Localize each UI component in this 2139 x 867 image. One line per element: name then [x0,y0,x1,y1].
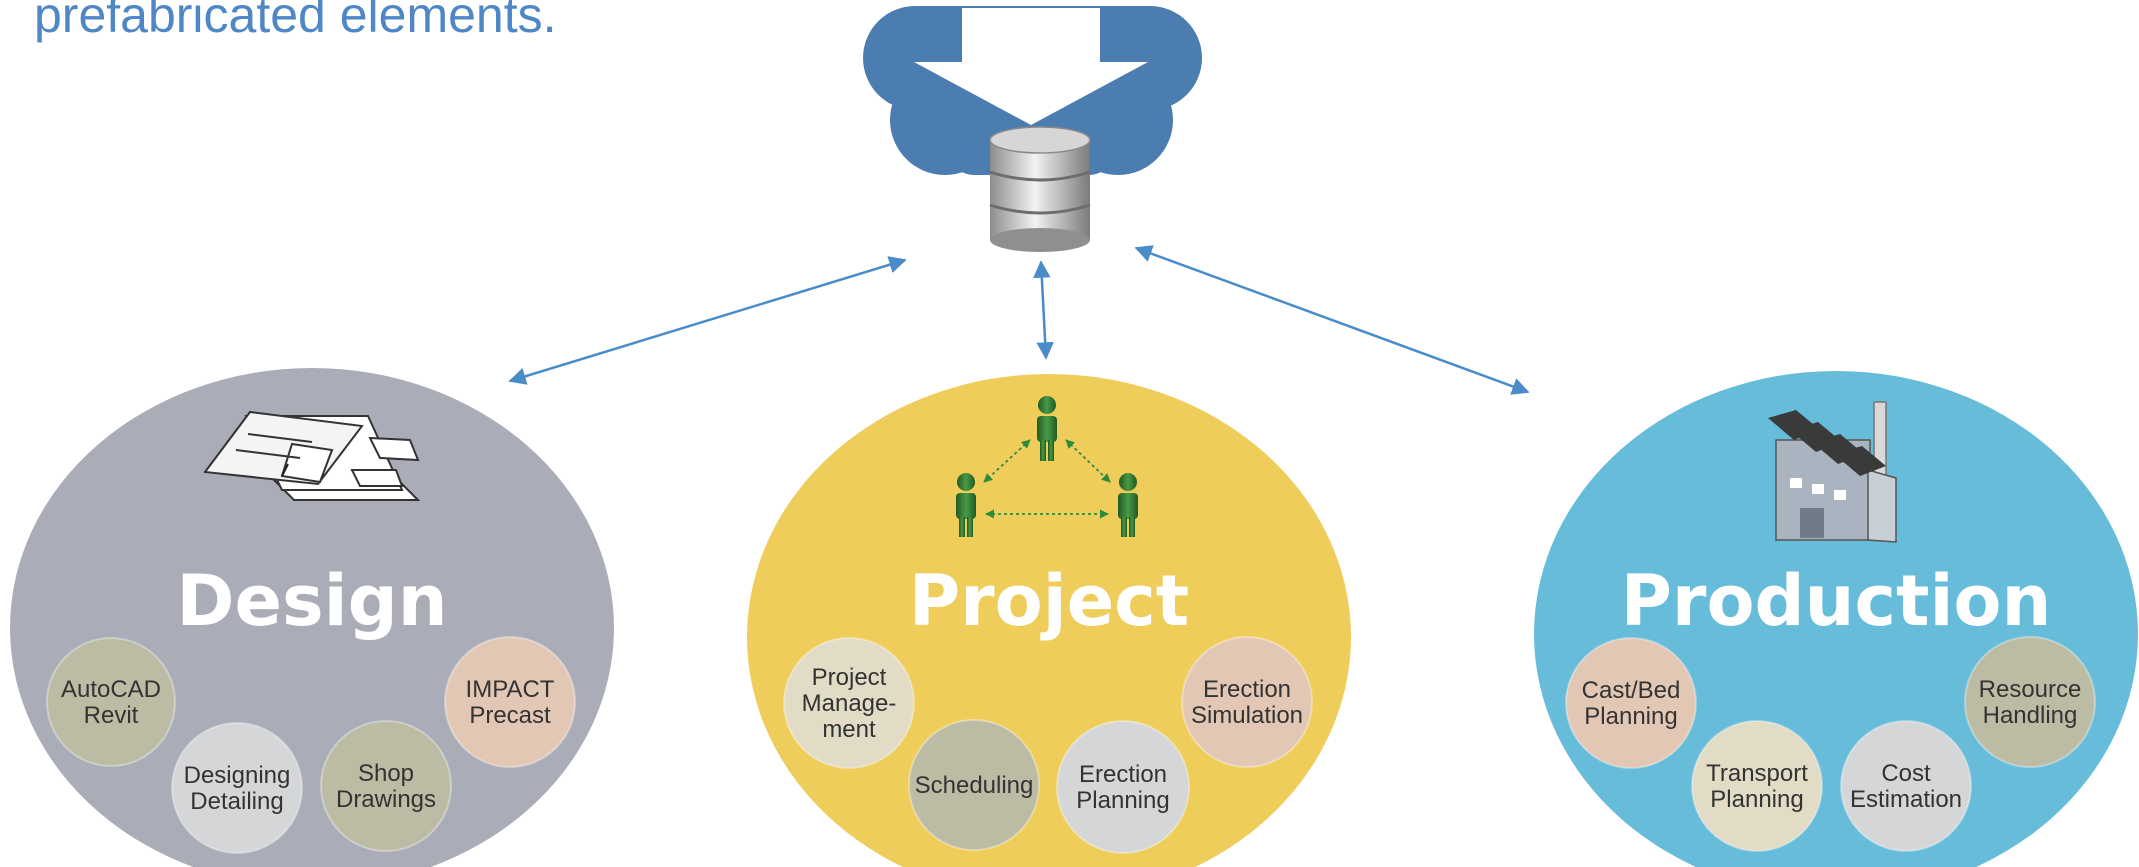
bubble-circle [1056,720,1190,854]
factory-icon [1768,401,1897,543]
bubble-circle [1964,636,2096,768]
production-bubbles: Cast/BedPlanningTransportPlanningCostEst… [1565,636,2096,852]
down-arrow-icon [914,8,1148,125]
bubble-circle [444,636,576,768]
bubble-label-line: Planning [1584,703,1677,730]
bubble-label-line: Cast/Bed [1582,677,1681,704]
bubble-label-line: Estimation [1850,786,1962,813]
bubble-label-line: IMPACT [466,676,555,703]
bubble-circle [171,722,303,854]
bubble-circle [1181,636,1313,768]
bubble-label-line: Project [812,664,887,691]
bubble-label-line: Revit [84,702,139,729]
bubble-label-line: Planning [1076,787,1169,814]
bubble-circle [783,637,915,769]
bubble-label-line: Precast [469,702,551,729]
bubble-label-line: Planning [1710,786,1803,813]
bubble-label-line: Resource [1979,676,2082,703]
project-bubble-2: Scheduling [908,719,1040,851]
design-title: Design [176,560,447,642]
bubble-label-line: Detailing [190,788,283,815]
bubble-label-line: Simulation [1191,702,1303,729]
arrow-to-project [1033,260,1054,360]
person-top-icon [1037,396,1057,461]
bubble-label-line: Manage- [802,690,897,717]
bubble-label-line: Erection [1079,761,1167,788]
bubble-label-line: Drawings [336,786,436,813]
bubble-label-line: Shop [358,760,414,787]
production-group: Production Cast/BedPlanningTransportPlan… [1534,371,2138,867]
bubble-circle [1565,637,1697,769]
project-title: Project [909,560,1189,642]
bubble-circle [1840,720,1972,852]
bubble-circle [320,720,452,852]
bubble-label-line: Transport [1706,760,1808,787]
person-left-icon [956,473,976,537]
arrow-to-design [508,256,907,385]
person-right-icon [1118,473,1138,537]
production-title: Production [1621,560,2052,642]
arrow-to-production [1134,245,1530,395]
floor-plan-icon [203,410,421,501]
design-bubbles: AutoCADRevitDesigningDetailingShopDrawin… [46,636,576,854]
bubble-label-line: Erection [1203,676,1291,703]
database-icon [989,126,1091,252]
bubble-label-line: Scheduling [915,772,1034,799]
bubble-circle [908,719,1040,851]
bubble-label-line: Cost [1881,760,1931,787]
bubble-label-line: Designing [184,762,291,789]
team-network-icon [956,396,1138,537]
headline-text: prefabricated elements. [34,0,557,43]
bubble-label-line: AutoCAD [61,676,161,703]
design-group: Design AutoCADRevitDesigningDetailingSho… [10,368,614,867]
cloud-database-icon [863,6,1202,252]
bubble-circle [1691,720,1823,852]
bubble-label-line: ment [822,716,876,743]
bubble-label-line: Handling [1983,702,2078,729]
bubble-circle [46,637,176,767]
